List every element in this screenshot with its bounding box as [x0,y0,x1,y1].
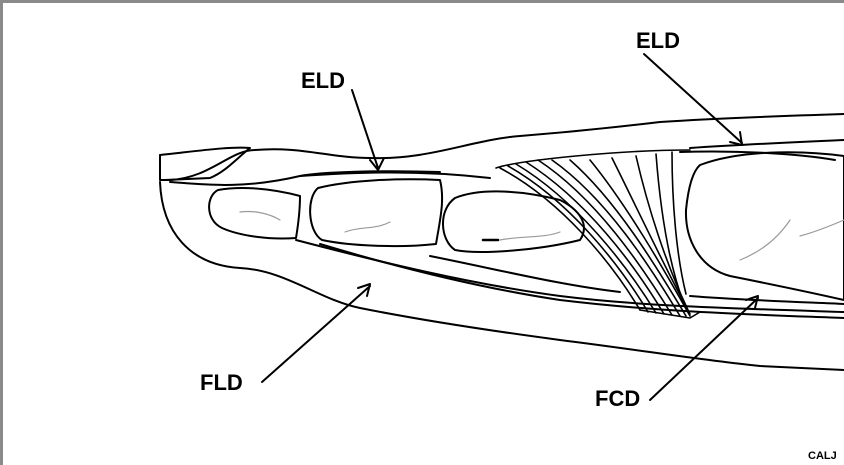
distal-phalanx [209,188,300,239]
metacarpal-detail [740,220,790,260]
flexor-tendon-short [430,256,620,292]
image-credit: CALJ [808,450,837,462]
metacarpal-detail-2 [800,220,844,236]
extensor-tendon-proximal-2 [690,140,844,148]
distal-phalanx-detail [240,211,280,220]
finger-dorsal-outline [160,114,844,180]
middle-phalanx [310,179,442,246]
metacarpal-head [686,152,844,300]
label-eld-top: ELD [636,30,680,52]
extensor-tendon [300,173,490,179]
fld-arrow [262,286,370,382]
eld-mid-arrow [352,90,378,168]
label-fld: FLD [200,372,243,394]
flexor-tendon-long-2 [320,244,844,318]
flexor-band-line [690,296,844,304]
middle-phalanx-detail [345,222,390,232]
nail [160,148,250,180]
label-fcd: FCD [595,388,640,410]
tendon-fan [496,150,700,318]
label-eld-middle: ELD [301,70,345,92]
fcd-arrowhead [746,296,758,308]
fcd-arrow [650,298,758,400]
proximal-phalanx [443,191,584,252]
eld-top-arrow [644,54,742,143]
pointer-arrows [262,54,758,400]
proximal-phalanx-detail [500,232,560,240]
finger-outline [160,182,844,370]
